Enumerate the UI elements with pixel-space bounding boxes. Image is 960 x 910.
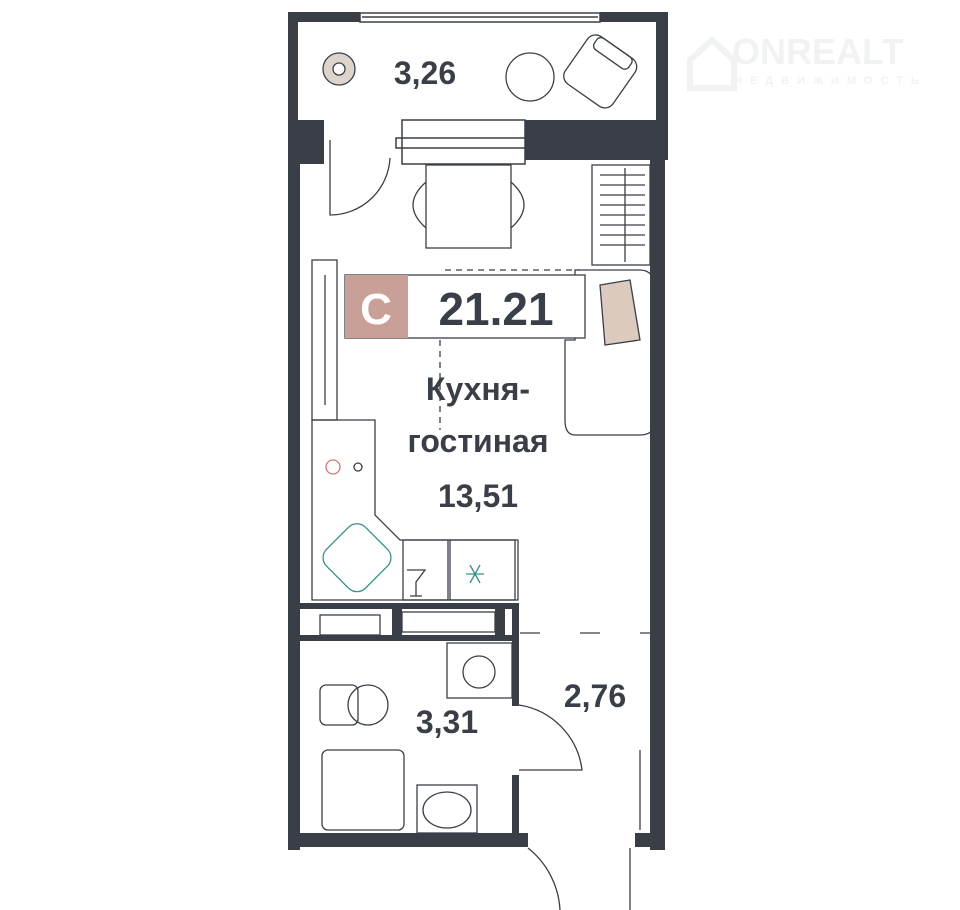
watermark: ONREALT НЕДВИЖИМОСТЬ: [687, 31, 927, 91]
total-area: 21.21: [438, 283, 553, 335]
balcony-table-icon: [505, 52, 555, 102]
area-badge: С 21.21: [344, 274, 586, 339]
bathroom-door-icon: [518, 704, 583, 771]
walls: [288, 12, 668, 850]
dining-table-icon: [425, 164, 512, 249]
balcony-area: 3,26: [394, 55, 456, 91]
pillow-icon: [599, 279, 641, 346]
washbasin-icon: [416, 784, 478, 834]
radiator-icon: [591, 164, 651, 266]
windows: [359, 12, 601, 165]
house-logo-icon: [687, 35, 737, 91]
watermark-tagline: НЕДВИЖИМОСТЬ: [734, 75, 927, 87]
balcony-door-icon: [329, 140, 391, 216]
apartment-type-badge: [345, 275, 408, 338]
sofa-icon: [564, 269, 656, 436]
sink-corner-icon: [322, 523, 392, 593]
apartment-type: С: [360, 285, 392, 334]
furniture: [311, 34, 656, 910]
shower-icon: [321, 749, 405, 831]
bathroom-area: 3,31: [416, 704, 478, 740]
hallway-area: 2,76: [564, 678, 626, 714]
kitchen-living-area: 13,51: [438, 478, 518, 514]
armchair-icon: [563, 34, 638, 109]
toilet-icon: [319, 684, 359, 726]
washing-machine-icon: [446, 642, 513, 699]
plant-icon: [322, 52, 356, 86]
watermark-brand: ONREALT: [732, 31, 903, 72]
kitchen-living-name-1: Кухня-: [426, 371, 530, 407]
kitchen-living-name-2: гостиная: [408, 423, 549, 459]
freezer-icon: [466, 564, 484, 584]
chairs-icon: [412, 181, 525, 229]
